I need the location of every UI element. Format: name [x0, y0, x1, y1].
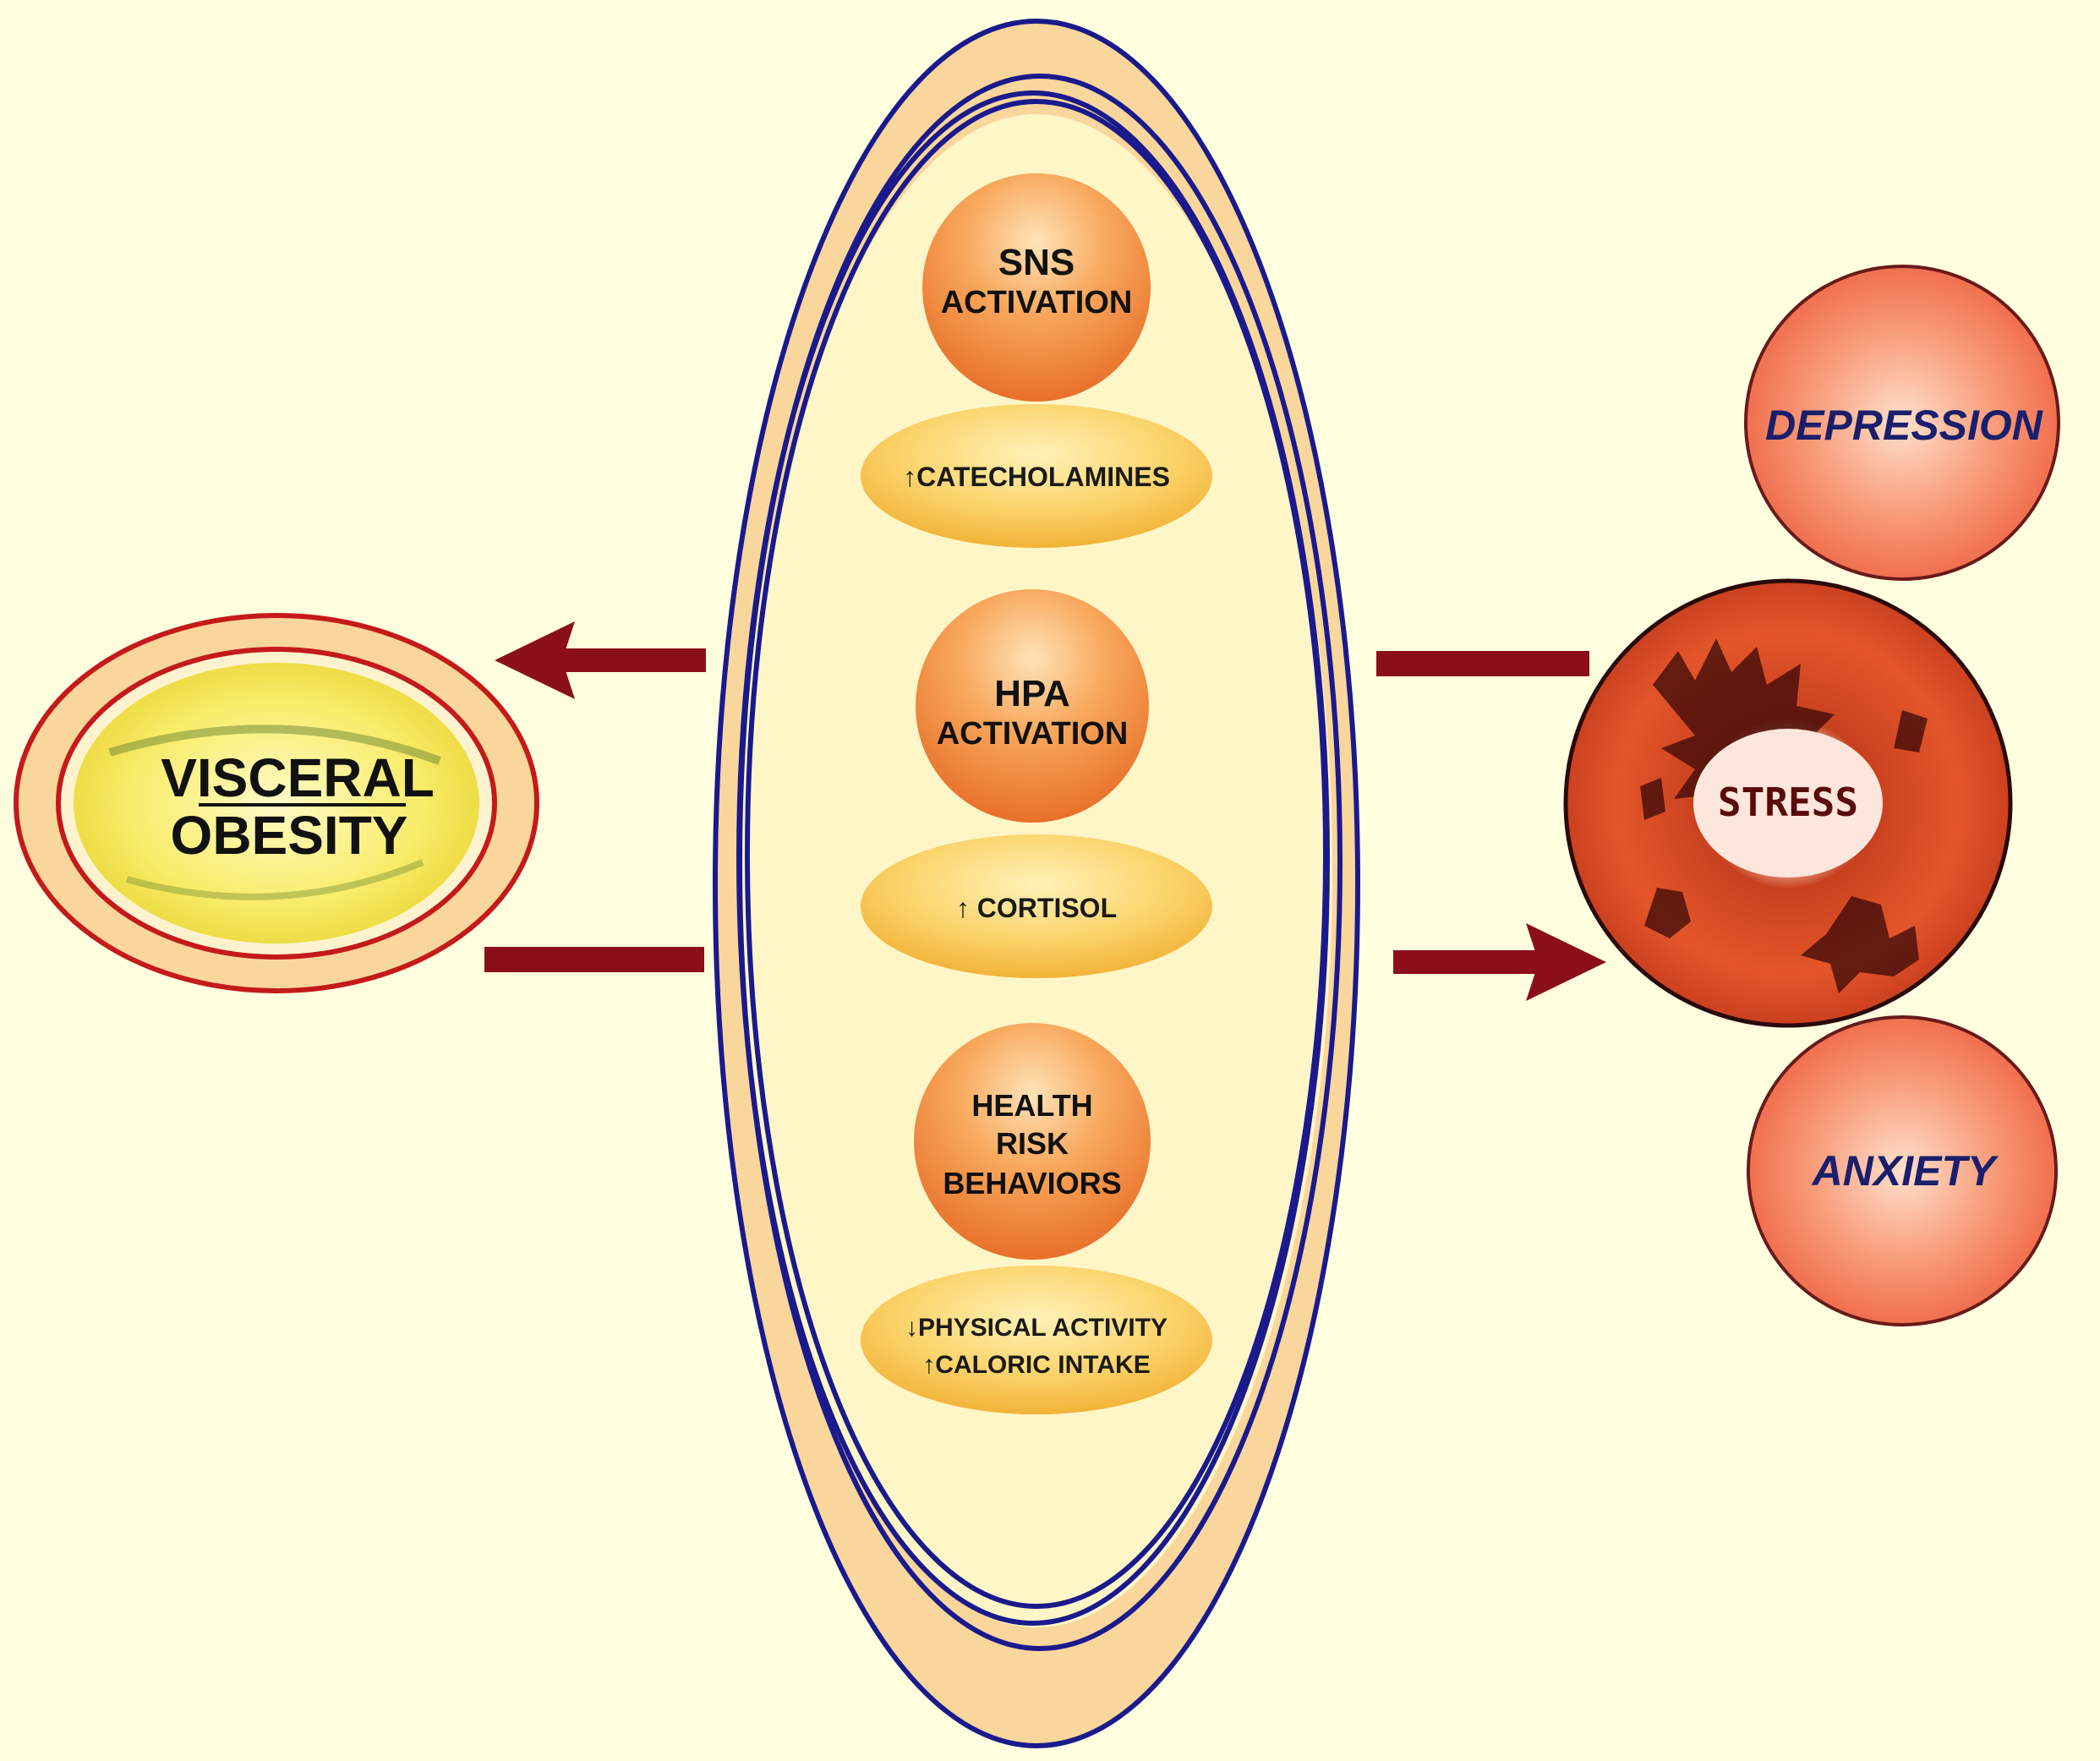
- caloric-intake-label: ↑CALORIC INTAKE: [922, 1351, 1150, 1379]
- cortisol-label: ↑ CORTISOL: [956, 893, 1117, 923]
- hpa-activation-node: HPA ACTIVATION: [916, 589, 1149, 823]
- stress-node: STRESS: [1563, 578, 2013, 1028]
- visceral-obesity-node: VISCERAL OBESITY: [14, 613, 539, 993]
- health-risk-line2: RISK: [996, 1126, 1069, 1161]
- obesity-label: OBESITY: [171, 805, 408, 866]
- arrow-to-stress: [1393, 923, 1606, 1001]
- anxiety-node: ANXIETY: [1747, 1015, 2058, 1326]
- visceral-label: VISCERAL: [161, 747, 435, 808]
- hpa-line1: HPA: [994, 673, 1070, 714]
- catecholamines-label: ↑CATECHOLAMINES: [903, 462, 1170, 492]
- physical-activity-label: ↓PHYSICAL ACTIVITY: [905, 1314, 1168, 1342]
- anxiety-label: ANXIETY: [1811, 1147, 1999, 1195]
- sns-line1: SNS: [998, 242, 1075, 283]
- sns-line2: ACTIVATION: [941, 285, 1133, 320]
- catecholamines-node: ↑CATECHOLAMINES: [861, 404, 1212, 548]
- connector-from-obesity: [484, 947, 704, 972]
- arrow-to-obesity: [495, 621, 706, 699]
- sns-activation-node: SNS ACTIVATION: [922, 173, 1151, 402]
- cortisol-node: ↑ CORTISOL: [861, 834, 1212, 978]
- stress-label: STRESS: [1718, 779, 1858, 825]
- hpa-line2: ACTIVATION: [937, 716, 1129, 752]
- depression-node: DEPRESSION: [1744, 265, 2060, 581]
- health-risk-line1: HEALTH: [971, 1088, 1092, 1123]
- health-risk-behaviors-node: HEALTH RISK BEHAVIORS: [914, 1023, 1151, 1260]
- health-risk-line3: BEHAVIORS: [943, 1166, 1121, 1200]
- behaviors-node: ↓PHYSICAL ACTIVITY ↑CALORIC INTAKE: [861, 1266, 1212, 1414]
- connector-from-stress: [1376, 651, 1589, 676]
- depression-label: DEPRESSION: [1765, 402, 2043, 449]
